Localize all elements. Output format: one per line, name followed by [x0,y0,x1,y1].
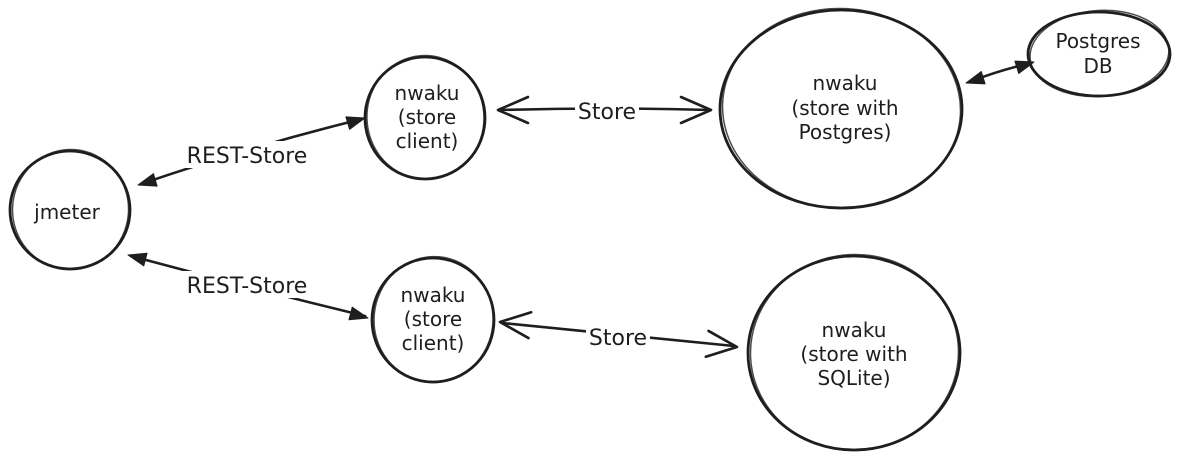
store-bottom-label-bg [586,324,650,350]
postgres-db-label: Postgres DB [1055,29,1140,78]
node-store-postgres [718,7,964,210]
label-line: (store with [791,96,898,120]
label-line: client) [396,129,459,153]
edge-store-bottom: Store [498,310,739,359]
store-top-label-bg [575,98,639,124]
label-line: nwaku [401,283,466,307]
store-client-top-ellipse-sketch [366,54,485,181]
node-postgres-db [1026,9,1172,98]
store-client-top-label: nwaku (store client) [395,81,460,153]
edge-postgres-link [965,60,1035,85]
arrowhead-left-icon [127,252,148,267]
label-line: Postgres) [799,120,892,144]
store-sqlite-ellipse-sketch [749,253,960,452]
jmeter-label: jmeter [33,200,100,224]
arrowhead-right-icon [348,306,369,321]
label-line: (store [404,307,462,331]
postgres-db-ellipse-sketch [1029,9,1170,98]
label-line: (store with [800,342,907,366]
store-top-label: Store [578,100,636,125]
node-store-client-bottom [370,255,496,384]
node-jmeter [8,148,132,271]
store-bottom-label: Store [589,326,647,351]
rest-store-top-label: REST-Store [187,144,308,169]
label-line: DB [1083,54,1112,78]
arrowhead-right-icon [704,329,739,359]
edge-rest-store-bottom: REST-Store [127,252,369,321]
arrowhead-left-icon [965,70,986,85]
arrowhead-left-icon [137,173,158,187]
store-client-bottom-ellipse-sketch [373,255,494,384]
arrowhead-right-icon [345,116,366,130]
arrowhead-left-icon [498,310,533,340]
arrowhead-left-icon [496,95,530,125]
label-line: (store [398,105,456,129]
arrowhead-right-icon [1014,60,1035,75]
edge-store-top: Store [496,95,713,125]
label-line: client) [402,331,465,355]
rest-store-bottom-label: REST-Store [187,274,308,299]
label-line: Postgres [1055,29,1140,53]
node-store-sqlite [746,253,962,452]
jmeter-ellipse-sketch [11,148,130,271]
store-postgres-label: nwaku (store with Postgres) [791,71,898,144]
arrowhead-right-icon [679,95,713,125]
label-line: nwaku [822,318,887,342]
edge-rest-store-top: REST-Store [137,116,366,187]
store-postgres-ellipse-sketch [721,7,962,210]
jmeter-label-line: jmeter [33,200,100,224]
store-client-bottom-label: nwaku (store client) [401,283,466,355]
label-line: nwaku [395,81,460,105]
rest-store-top-label-bg [182,141,312,168]
store-sqlite-label: nwaku (store with SQLite) [800,318,907,390]
label-line: SQLite) [817,366,890,390]
rest-store-bottom-label-bg [182,271,312,298]
label-line: nwaku [813,71,878,95]
